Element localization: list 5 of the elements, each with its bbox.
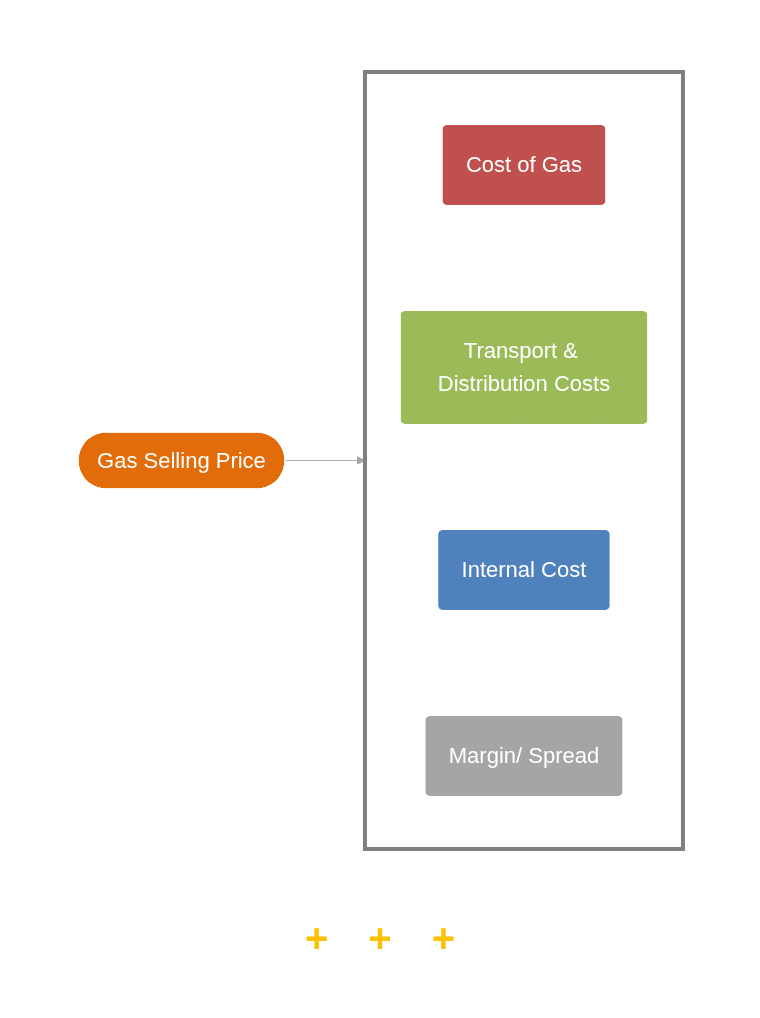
cluster bbox=[362, 69, 685, 851]
plus-sign: + bbox=[431, 916, 456, 960]
plus-sign: + bbox=[368, 916, 392, 960]
plus-sign: + bbox=[304, 916, 329, 960]
arrow bbox=[284, 455, 365, 465]
